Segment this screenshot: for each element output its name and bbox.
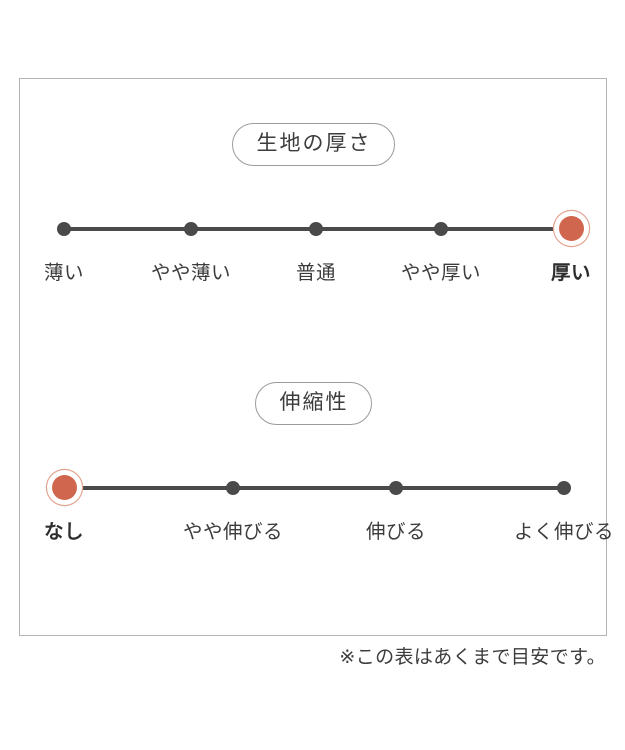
section-title-fabric-thickness: 生地の厚さ <box>231 123 395 166</box>
scale-point-fabric-thickness-4[interactable]: 厚い <box>506 210 625 283</box>
dot-icon <box>389 480 403 495</box>
selected-dot-icon <box>51 475 77 500</box>
footnote-disclaimer: ※この表はあくまで目安です。 <box>339 647 606 668</box>
scale-point-stretchiness-1[interactable]: やや伸びる <box>168 469 298 542</box>
scale-points-fabric-thickness: 薄い やや薄い 普通 やや厚い 厚い <box>20 210 606 302</box>
dot-icon <box>57 221 71 236</box>
dot-marker <box>545 469 583 507</box>
scale-point-label: やや薄い <box>150 261 231 284</box>
scale-point-fabric-thickness-3[interactable]: やや厚い <box>376 210 506 283</box>
selected-dot-icon <box>558 216 584 241</box>
scale-point-label: やや伸びる <box>182 520 283 543</box>
scale-point-label: 普通 <box>295 261 336 284</box>
dot-marker <box>172 210 210 248</box>
section-title-wrap: 生地の厚さ <box>20 123 606 166</box>
dot-marker <box>422 210 460 248</box>
dot-icon <box>557 480 571 495</box>
scale-point-stretchiness-2[interactable]: 伸びる <box>331 469 461 542</box>
dot-marker <box>297 210 335 248</box>
selected-dot-marker <box>45 469 83 507</box>
scale-point-label: 薄い <box>43 261 84 284</box>
scale-point-label: なし <box>43 520 84 543</box>
scale-point-fabric-thickness-0[interactable]: 薄い <box>0 210 129 283</box>
dot-icon <box>309 221 323 236</box>
dot-marker <box>377 469 415 507</box>
section-stretchiness: 伸縮性 なし やや伸びる 伸びる よく伸びる <box>20 382 613 561</box>
section-title-wrap: 伸縮性 <box>20 382 606 425</box>
section-title-stretchiness: 伸縮性 <box>254 382 372 425</box>
scale-point-label: やや厚い <box>400 261 481 284</box>
scale-point-stretchiness-3[interactable]: よく伸びる <box>499 469 625 542</box>
spec-table-frame: 生地の厚さ 薄い やや薄い 普通 やや厚い 厚い 伸縮性 なし やや伸びる 伸びる よく伸びる <box>19 78 613 636</box>
selected-dot-marker <box>552 210 590 248</box>
dot-marker <box>45 210 83 248</box>
scale-point-fabric-thickness-1[interactable]: やや薄い <box>126 210 256 283</box>
scale-stretchiness: なし やや伸びる 伸びる よく伸びる <box>20 469 613 561</box>
scale-fabric-thickness: 薄い やや薄い 普通 やや厚い 厚い <box>20 210 606 302</box>
scale-points-stretchiness: なし やや伸びる 伸びる よく伸びる <box>20 469 613 561</box>
scale-point-fabric-thickness-2[interactable]: 普通 <box>251 210 381 283</box>
scale-point-label: 伸びる <box>365 520 426 543</box>
dot-icon <box>184 221 198 236</box>
dot-marker <box>214 469 252 507</box>
scale-point-label: よく伸びる <box>513 520 614 543</box>
dot-icon <box>226 480 240 495</box>
dot-icon <box>434 221 448 236</box>
scale-track-stretchiness <box>64 486 564 490</box>
scale-point-stretchiness-0[interactable]: なし <box>0 469 129 542</box>
scale-point-label: 厚い <box>550 261 591 284</box>
section-fabric-thickness: 生地の厚さ 薄い やや薄い 普通 やや厚い 厚い <box>20 123 606 302</box>
